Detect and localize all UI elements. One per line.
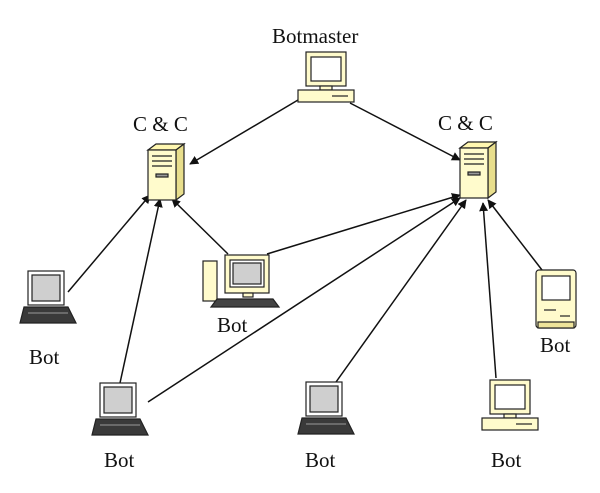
arrow-botmaster-to-right-cc [349,102,461,161]
botmaster-label: Botmaster [272,24,359,48]
right-cc-label: C & C [438,111,493,135]
arrow-bottom-mid-laptop-to-right-cc [335,199,467,383]
arrow-right-mac-to-right-cc [487,199,543,271]
server-tower-icon [458,140,498,200]
desktop-workstation-icon [202,254,281,308]
left-laptop-bot-label: Bot [29,345,60,369]
bottom-right-bot-label: Bot [491,448,522,472]
laptop-icon [91,382,149,436]
classic-mac-icon [535,269,577,329]
laptop-icon [19,270,77,324]
arrow-mid-desktop-to-left-cc [171,198,229,255]
mid-desktop-bot-label: Bot [217,313,248,337]
desktop-computer-icon [481,379,539,431]
arrow-botmaster-to-left-cc [189,99,299,165]
right-mac-bot-label: Bot [540,333,571,357]
laptop-icon [297,381,355,435]
arrow-bottom-left-laptop-to-right-cc [147,197,461,403]
arrow-mid-desktop-to-right-cc [266,193,461,255]
left-cc-label: C & C [133,112,188,136]
arrow-left-laptop-to-left-cc [67,194,151,293]
arrow-bottom-right-desktop-to-right-cc [479,202,497,379]
bottom-left-bot-label: Bot [104,448,135,472]
desktop-computer-icon [297,51,355,103]
arrow-bottom-left-laptop-to-left-cc [119,198,163,384]
connections [67,99,543,403]
server-tower-icon [146,142,186,202]
bottom-mid-bot-label: Bot [305,448,336,472]
